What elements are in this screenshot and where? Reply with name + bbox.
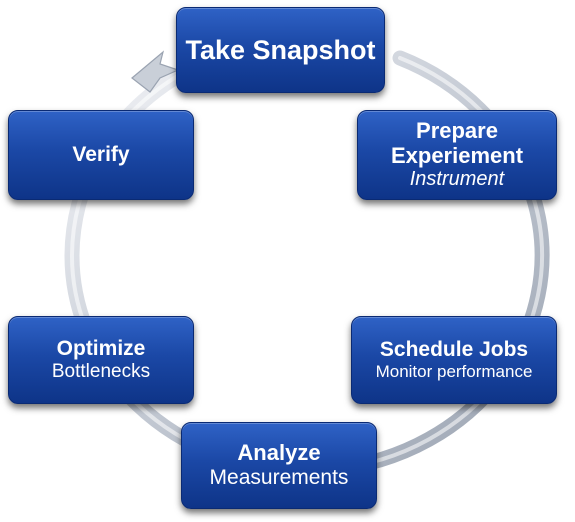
step-subtitle: Measurements bbox=[209, 465, 349, 489]
step-prepare-experiment: Prepare Experiement Instrument bbox=[357, 110, 557, 200]
step-title: Prepare Experiement bbox=[390, 117, 524, 168]
step-verify: Verify bbox=[8, 110, 194, 200]
step-title: Schedule Jobs bbox=[379, 338, 529, 362]
step-optimize: Optimize Bottlenecks bbox=[8, 316, 194, 404]
step-subtitle: Monitor performance bbox=[375, 361, 533, 381]
step-subtitle: Instrument bbox=[409, 168, 505, 191]
step-analyze: Analyze Measurements bbox=[181, 422, 377, 509]
step-title: Optimize bbox=[56, 337, 146, 361]
step-title: Take Snapshot bbox=[185, 34, 376, 65]
step-subtitle: Bottlenecks bbox=[51, 360, 151, 382]
step-title: Analyze bbox=[237, 440, 321, 466]
step-title: Verify bbox=[72, 143, 130, 167]
step-schedule-jobs: Schedule Jobs Monitor performance bbox=[351, 316, 557, 404]
step-take-snapshot: Take Snapshot bbox=[176, 7, 385, 93]
